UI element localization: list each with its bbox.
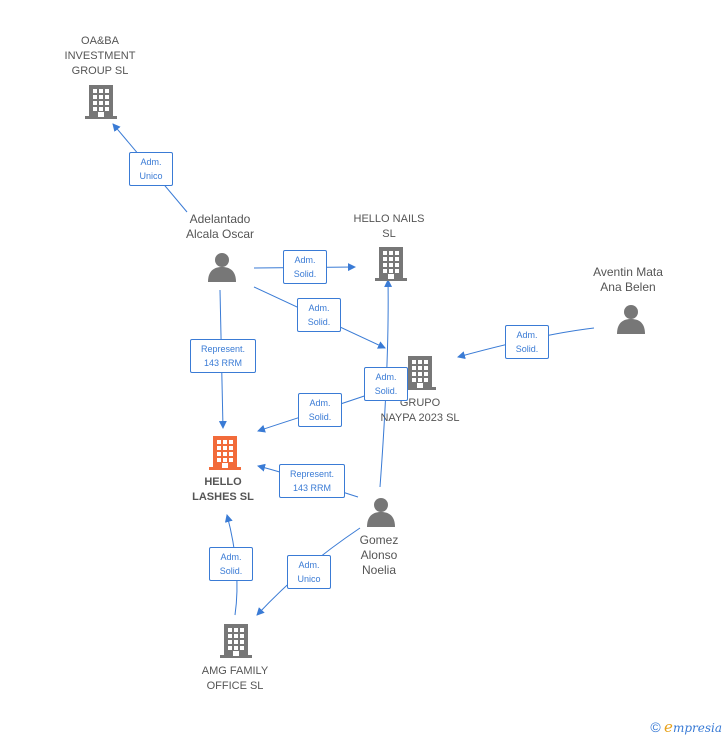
edge-label-adm-unico-oaba: Adm. Unico xyxy=(129,152,173,186)
node-label-gomez[interactable]: Gomez Alonso Noelia xyxy=(359,533,399,577)
edge-label-adm-unico-amg: Adm. Unico xyxy=(287,555,331,589)
edge-label-represent-adelantado: Represent. 143 RRM xyxy=(190,339,256,373)
edge-label-adm-solid-grupo-lashes: Adm. Solid. xyxy=(298,393,342,427)
node-label-oaba[interactable]: OA&BA INVESTMENT GROUP SL xyxy=(64,35,136,77)
edge-label-adm-solid-grupo: Adm. Solid. xyxy=(297,298,341,332)
hello-nails-building-icon[interactable] xyxy=(375,247,407,281)
aventin-person-icon[interactable] xyxy=(617,305,645,334)
footer-brand[interactable]: © empresia xyxy=(650,718,722,736)
oaba-building-icon[interactable] xyxy=(85,85,117,119)
node-label-grupo[interactable]: GRUPO NAYPA 2023 SL xyxy=(380,397,460,424)
edge-label-adm-solid-gomez-nails: Adm. Solid. xyxy=(364,367,408,401)
edge-label-adm-solid-hellonails: Adm. Solid. xyxy=(283,250,327,284)
gomez-person-icon[interactable] xyxy=(367,498,395,527)
node-label-amg[interactable]: AMG FAMILY OFFICE SL xyxy=(201,665,269,692)
node-label-hello-lashes[interactable]: HELLO LASHES SL xyxy=(192,476,254,503)
edge-label-adm-solid-amg: Adm. Solid. xyxy=(209,547,253,581)
brand-logo: empresia xyxy=(664,718,722,736)
hello-lashes-building-icon[interactable] xyxy=(209,436,241,470)
node-label-hello-nails[interactable]: HELLO NAILS SL xyxy=(353,213,425,240)
edge-label-represent-gomez: Represent. 143 RRM xyxy=(279,464,345,498)
edge-label-adm-solid-aventin: Adm. Solid. xyxy=(505,325,549,359)
amg-building-icon[interactable] xyxy=(220,624,252,658)
copyright-symbol: © xyxy=(650,719,661,735)
node-label-adelantado[interactable]: Adelantado Alcala Oscar xyxy=(185,212,255,241)
node-label-aventin[interactable]: Aventin Mata Ana Belen xyxy=(593,265,663,294)
adelantado-person-icon[interactable] xyxy=(208,253,236,282)
grupo-building-icon[interactable] xyxy=(404,356,436,390)
